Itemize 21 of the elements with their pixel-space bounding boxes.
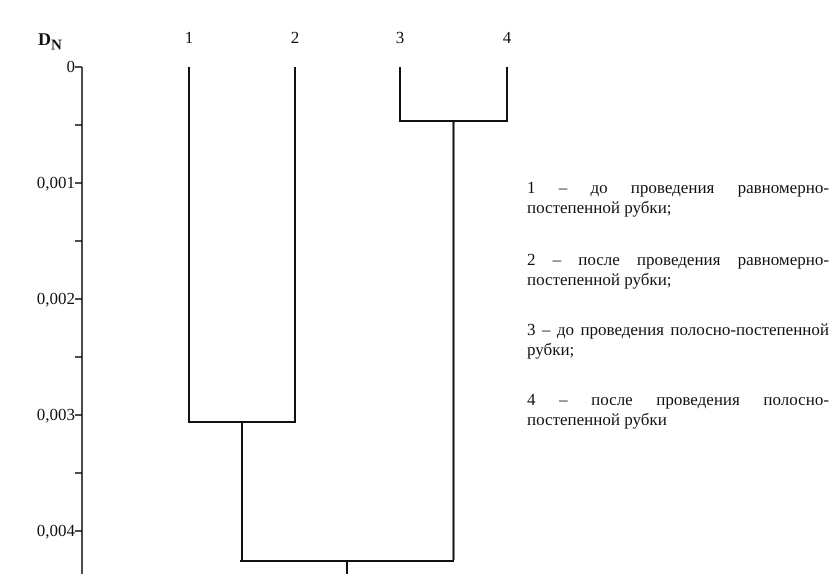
tick-label: 0,004 [36, 521, 75, 541]
dendrogram-branch [399, 67, 401, 120]
tick-label: 0,001 [36, 173, 75, 193]
legend-note: 3 – до проведения полосно-постепенной рубки; [527, 320, 829, 360]
dendrogram-branch [294, 67, 296, 421]
leaf-label: 3 [396, 28, 404, 48]
leaf-label: 2 [290, 28, 300, 48]
tick-label: 0 [66, 57, 75, 77]
dendrogram-branch [188, 67, 190, 421]
axis-title: D$_{N}$ [38, 28, 62, 56]
dendrogram-branch [241, 423, 243, 560]
legend-note: 2 – после проведения равномерно-постепенной рубки; [527, 250, 829, 290]
legend-note: 1 – до проведения равномерно-постепенной рубки; [527, 178, 829, 218]
legend-note: 4 – после проведения полосно-постепенной рубки [527, 390, 829, 430]
tick-label: 0,003 [36, 405, 75, 425]
dendrogram-branch [346, 562, 348, 574]
dendrogram-branch [506, 67, 508, 120]
tick-label: 0,002 [36, 289, 75, 309]
leaf-label: 4 [502, 28, 512, 48]
leaf-label: 1 [184, 28, 194, 48]
dendrogram-branch [452, 122, 454, 560]
